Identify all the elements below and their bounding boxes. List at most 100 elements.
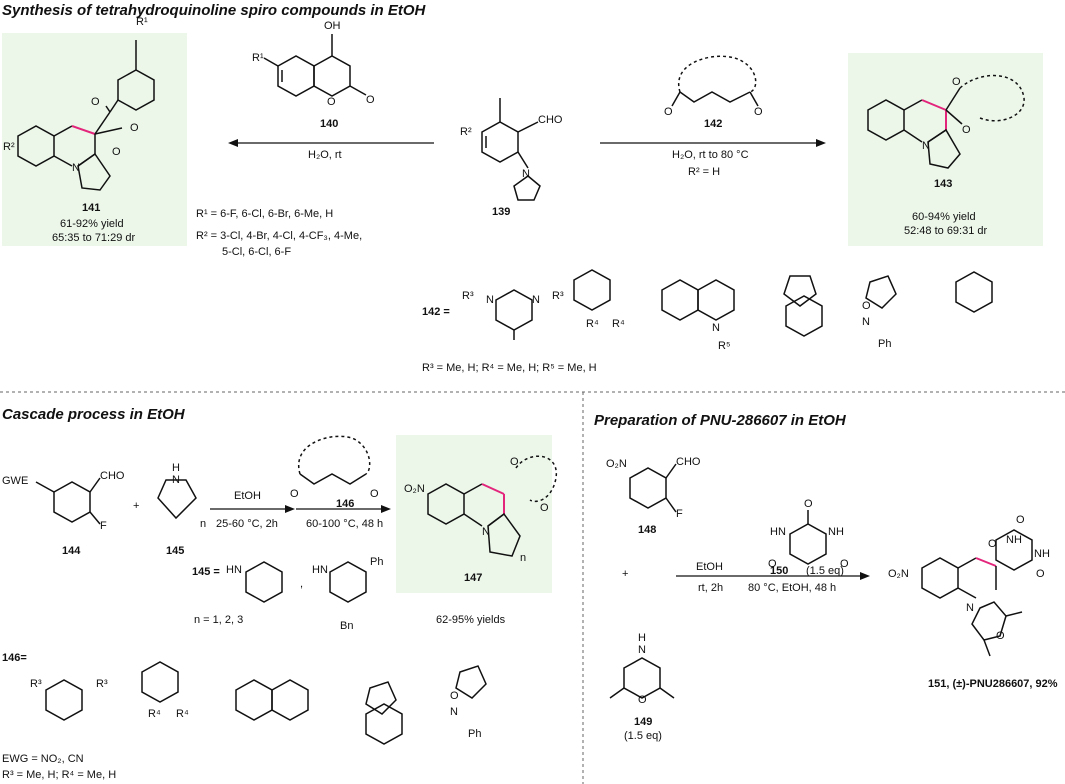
atom-n-139: N	[522, 168, 530, 180]
molecule-140	[263, 34, 367, 97]
atom-o2n-148: O₂N	[606, 458, 627, 470]
atom-hn-piperidine-b: HN	[312, 564, 328, 576]
atom-o-left-150: O	[768, 558, 777, 570]
atom-o-ketone-141: O	[91, 96, 100, 108]
substituents-r2-line2: 5-Cl, 6-Cl, 6-F	[222, 246, 292, 258]
atom-o-ring-141: O	[130, 122, 139, 134]
atom-o-morph-151: O	[996, 630, 1005, 642]
atom-h-145: H	[172, 462, 180, 474]
compound-label-148: 148	[638, 524, 657, 536]
dr-143: 52:48 to 69:31 dr	[904, 225, 988, 237]
atom-r2-139: R²	[460, 126, 472, 138]
atom-ph-isox: Ph	[878, 338, 892, 350]
condition-cascade2-bot: 60-100 °C, 48 h	[306, 518, 384, 530]
condition-right-top2: R² = H	[688, 166, 721, 178]
atom-n-quinolone: N	[712, 322, 720, 334]
atom-o-ring-140: O	[327, 96, 336, 108]
substituents-r345: R³ = Me, H; R⁴ = Me, H; R⁵ = Me, H	[422, 362, 597, 374]
compound-label-142: 142	[704, 118, 723, 130]
atom-o-isox-146: O	[450, 690, 459, 702]
atom-r3-b: R³	[552, 290, 564, 302]
yield-141: 61-92% yield	[60, 218, 124, 230]
atom-n-isox: N	[862, 316, 870, 328]
atom-o-right-142: O	[754, 106, 763, 118]
atom-o-top-150: O	[804, 498, 813, 510]
atom-r4-b: R⁴	[612, 318, 625, 330]
atom-o2n-151: O₂N	[888, 568, 909, 580]
compound-label-146: 146	[336, 498, 355, 510]
condition-cascade1-top: EtOH	[234, 490, 261, 502]
atom-n-b: N	[532, 294, 540, 306]
compound-label-139: 139	[492, 206, 511, 218]
atom-o-left-142: O	[664, 106, 673, 118]
plus-sign-2: +	[622, 568, 629, 580]
molecule-146	[297, 435, 371, 485]
atom-o2n-147: O₂N	[404, 483, 425, 495]
condition-pnu-top: EtOH	[696, 561, 723, 573]
atom-o-left-146: O	[290, 488, 299, 500]
compound-label-143: 143	[934, 178, 953, 190]
atom-gwe-144: GWE	[2, 475, 29, 487]
atom-n-a: N	[486, 294, 494, 306]
atom-f-144: F	[100, 520, 107, 532]
compound-label-151: 151, (±)-PNU286607, 92%	[928, 678, 1058, 690]
atom-r3-c: R³	[30, 678, 42, 690]
atom-oh-140: OH	[324, 20, 341, 32]
molecule-143	[867, 74, 1025, 169]
atom-hn-150: HN	[770, 526, 786, 538]
atom-cho-144: CHO	[100, 470, 125, 482]
atom-o-top-151: O	[1016, 514, 1025, 526]
atom-o-right-151: O	[1036, 568, 1045, 580]
atom-n-143: N	[922, 140, 930, 152]
substituents-r2-line1: R² = 3-Cl, 4-Br, 4-Cl, 4-CF₃, 4-Me,	[196, 230, 363, 242]
compound-label-144: 144	[62, 545, 81, 557]
atom-nh-b-151: NH	[1034, 548, 1050, 560]
atom-o-bottom-147: O	[540, 502, 549, 514]
atom-o-149: O	[638, 694, 647, 706]
atom-r3-a: R³	[462, 290, 474, 302]
atom-f-148: F	[676, 508, 683, 520]
molecule-147	[427, 455, 557, 557]
atom-ph-piperidine: Ph	[370, 556, 384, 568]
product-147-box	[396, 435, 552, 593]
compound-label-141: 141	[82, 202, 101, 214]
condition-pnu-bot: 80 °C, EtOH, 48 h	[748, 582, 837, 594]
compound-label-149: 149	[634, 716, 653, 728]
plus-sign-1: +	[133, 500, 140, 512]
substituents-r34: R³ = Me, H; R⁴ = Me, H	[2, 769, 117, 781]
molecule-151	[921, 529, 1033, 657]
atom-r4-c: R⁴	[148, 708, 161, 720]
condition-right-top1: H₂O, rt to 80 °C	[672, 149, 749, 161]
eq-150: (1.5 eq)	[806, 565, 844, 577]
yield-143: 60-94% yield	[912, 211, 976, 223]
atom-o-carbonyl-140: O	[366, 94, 375, 106]
comma-145: ,	[300, 578, 304, 590]
yield-147: 62-95% yields	[436, 614, 506, 626]
atom-n-sub-145: n	[200, 518, 207, 530]
molecule-142	[671, 55, 759, 107]
eq-149: (1.5 eq)	[624, 730, 662, 742]
molecule-150	[789, 510, 827, 565]
list-label-146: 146=	[2, 652, 27, 664]
atom-r4-d: R⁴	[176, 708, 189, 720]
atom-o-right-146: O	[370, 488, 379, 500]
atom-n-149: N	[638, 644, 646, 656]
molecule-148	[629, 463, 677, 513]
molecule-list-145	[245, 561, 367, 603]
atom-o-bottom-143: O	[962, 124, 971, 136]
atom-ph-isox-146: Ph	[468, 728, 482, 740]
molecule-141	[17, 40, 155, 191]
n-values: n = 1, 2, 3	[194, 614, 244, 626]
atom-hn-piperidine-a: HN	[226, 564, 242, 576]
atom-cho-139: CHO	[538, 114, 563, 126]
atom-r4-a: R⁴	[586, 318, 599, 330]
atom-r2-141: R²	[3, 141, 15, 153]
atom-n-isox-146: N	[450, 706, 458, 718]
molecule-145	[157, 479, 197, 520]
atom-n-145: N	[172, 474, 180, 486]
molecule-139	[481, 98, 541, 201]
arrow-cascade-step2	[296, 505, 391, 513]
atom-o-left-151: O	[988, 538, 997, 550]
atom-o-top-147: O	[510, 456, 519, 468]
